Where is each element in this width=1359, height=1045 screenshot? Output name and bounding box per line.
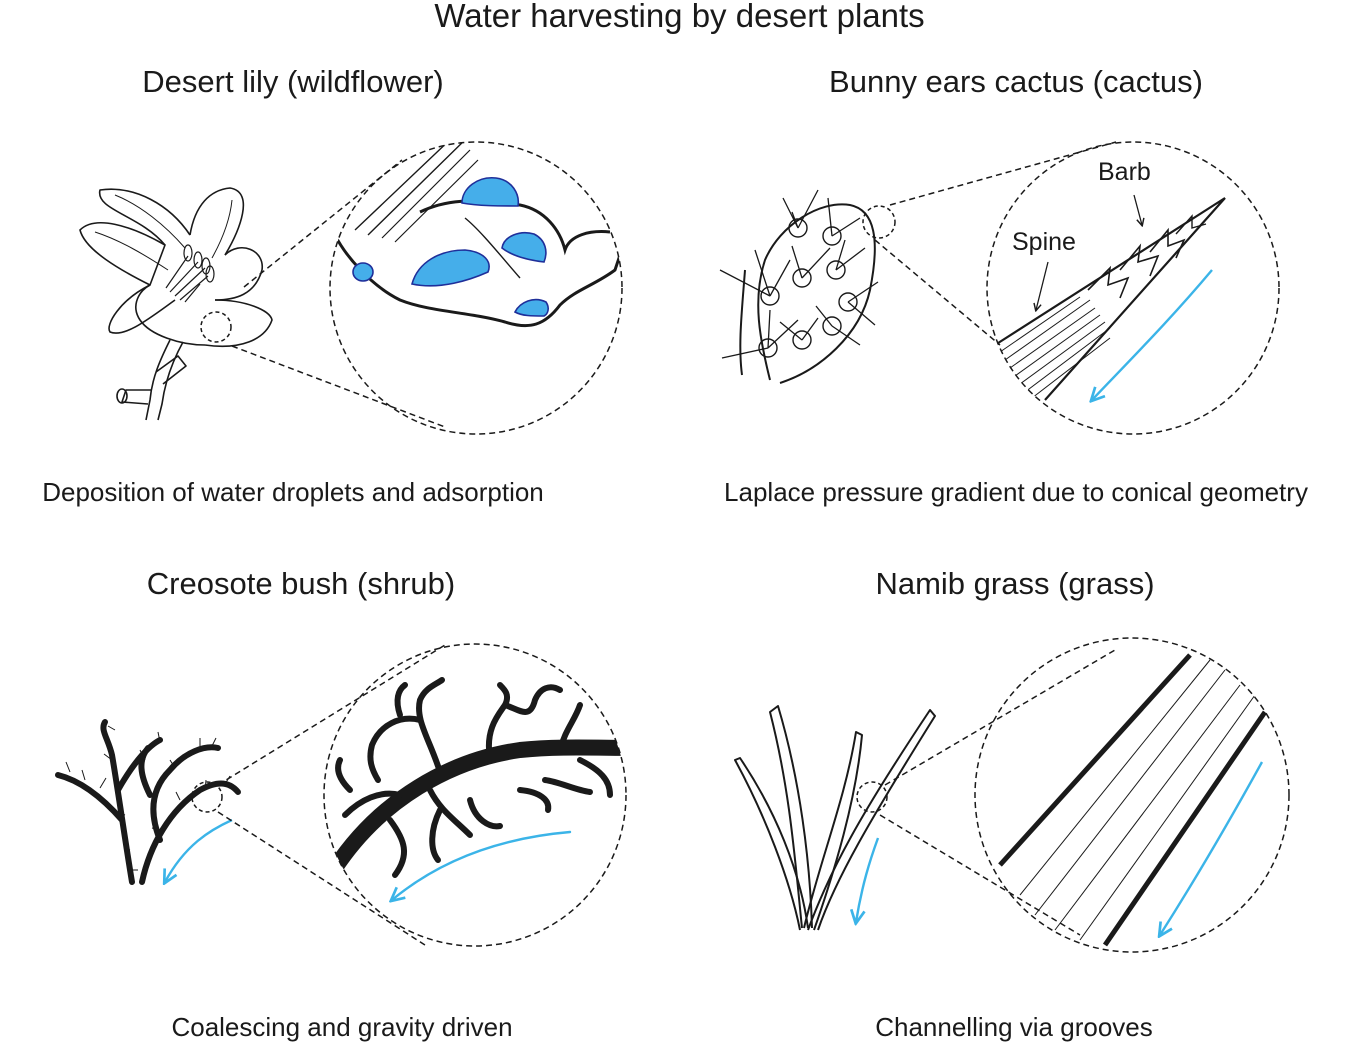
figure-title: Water harvesting by desert plants — [434, 0, 925, 34]
creosote-flow-arrow — [165, 818, 233, 882]
lily-petal-closeup — [333, 142, 622, 328]
lily-zoom-marker — [200, 311, 232, 343]
desert-lily-flower — [79, 187, 273, 421]
namib-grass-title: Namib grass (grass) — [875, 566, 1155, 601]
creosote-zoom-circle — [323, 643, 627, 947]
water-droplet — [513, 298, 549, 317]
creosote-bush-caption: Coalescing and gravity driven — [171, 1012, 513, 1042]
grass-zoom-circle — [974, 637, 1290, 953]
bunny-ears-cactus-title: Bunny ears cactus (cactus) — [829, 64, 1203, 99]
grass-groove-closeup — [998, 653, 1268, 947]
desert-lily-title: Desert lily (wildflower) — [142, 64, 444, 99]
cactus-zoom-circle — [986, 141, 1280, 435]
grass-zoom-marker — [856, 781, 888, 813]
cactus-zoom-lines — [874, 141, 1117, 346]
water-droplet — [411, 249, 490, 287]
creosote-bush-branches — [55, 719, 241, 885]
lily-zoom-circle — [329, 141, 623, 435]
bunny-ears-cactus-caption: Laplace pressure gradient due to conical… — [724, 477, 1308, 507]
creosote-branch-closeup — [327, 677, 626, 900]
creosote-bush-title: Creosote bush (shrub) — [146, 566, 456, 601]
barb-label: Barb — [1098, 158, 1151, 186]
creosote-zoom-marker — [191, 781, 223, 813]
namib-grass-caption: Channelling via grooves — [875, 1012, 1153, 1042]
namib-grass-blades — [734, 705, 936, 931]
creosote-zoom-lines — [217, 644, 446, 946]
spine-label: Spine — [1012, 228, 1076, 256]
bunny-ears-cactus-pad — [719, 189, 879, 384]
cactus-spine-closeup — [994, 194, 1226, 400]
cactus-zoom-marker — [862, 205, 896, 239]
desert-lily-caption: Deposition of water droplets and adsorpt… — [42, 477, 544, 507]
water-droplet — [352, 262, 374, 282]
lily-zoom-lines — [231, 159, 446, 428]
water-droplet — [461, 177, 520, 207]
grass-flow-arrow — [856, 837, 880, 922]
grass-zoom-lines — [879, 649, 1116, 936]
water-droplet — [501, 232, 547, 263]
